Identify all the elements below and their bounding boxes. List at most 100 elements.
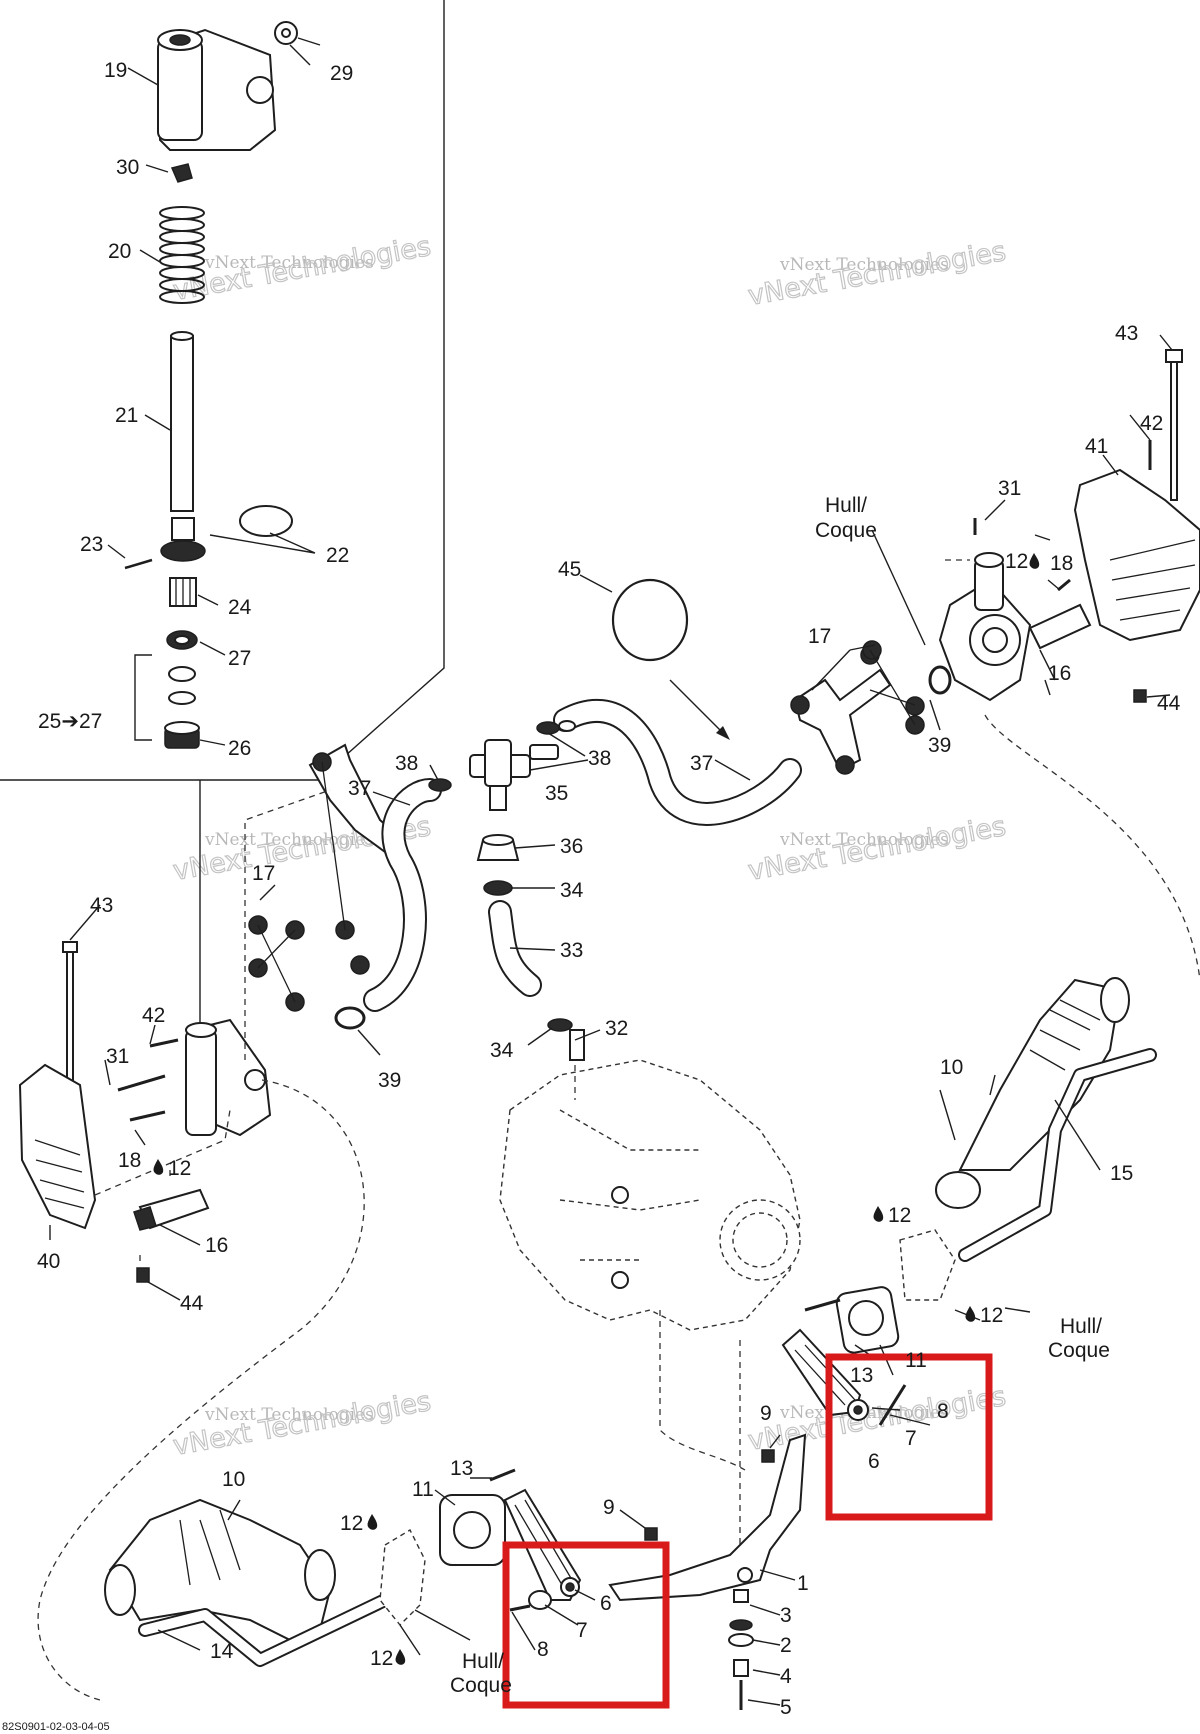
- callout-31-left: 31: [106, 1045, 129, 1068]
- callout-7-left: 7: [576, 1619, 588, 1642]
- callout-27-top: 27: [228, 647, 251, 670]
- callout-24: 24: [228, 596, 252, 619]
- callout-10-right: 10: [940, 1056, 963, 1079]
- svg-text:vNext Technologies: vNext Technologies: [171, 1386, 433, 1462]
- callout-8-right: 8: [937, 1400, 949, 1423]
- callout-33: 33: [560, 939, 583, 962]
- svg-text:vNext Technologies: vNext Technologies: [746, 1381, 1008, 1457]
- callout-44-left: 44: [180, 1292, 204, 1315]
- lower-hardware: [728, 1589, 754, 1710]
- callout-45: 45: [558, 558, 581, 581]
- hull-label-right-2: Coque: [1048, 1339, 1110, 1362]
- callout-36: 36: [560, 835, 583, 858]
- callout-9-left: 9: [603, 1496, 615, 1519]
- callout-42-right: 42: [1140, 412, 1163, 435]
- callout-39-left: 39: [378, 1069, 401, 1092]
- callout-12-right: 12: [1005, 550, 1028, 573]
- svg-text:vNext Technologies: vNext Technologies: [779, 830, 949, 850]
- callout-14: 14: [210, 1640, 234, 1663]
- callout-8-left: 8: [537, 1638, 549, 1661]
- svg-text:vNext Technologies: vNext Technologies: [746, 811, 1008, 887]
- callout-26: 26: [228, 737, 251, 760]
- left-cable-link: [244, 743, 404, 1060]
- callout-11-left: 11: [412, 1478, 434, 1501]
- callout-40: 40: [37, 1250, 60, 1273]
- right-helm-assembly: [790, 349, 1200, 981]
- callout-17-right: 17: [808, 625, 831, 648]
- callout-38-left: 38: [395, 752, 418, 775]
- callout-10-left: 10: [222, 1468, 245, 1491]
- oil-drop-icon: [153, 553, 1040, 1665]
- callout-34-top: 34: [560, 879, 584, 902]
- callout-18-left: 18: [118, 1149, 141, 1172]
- lower-left-duct: [104, 1498, 426, 1667]
- callout-16-left: 16: [205, 1234, 228, 1257]
- kit-range-label: 25➔27: [38, 710, 102, 733]
- hull-label-top-2: Coque: [815, 519, 877, 542]
- callout-12-left-a: 12: [340, 1512, 363, 1535]
- callout-43-left: 43: [90, 894, 113, 917]
- callout-2: 2: [780, 1634, 792, 1657]
- svg-text:vNext Technologies: vNext Technologies: [204, 253, 374, 273]
- left-helm-assembly: [18, 941, 272, 1283]
- hull-label-right-1: Hull/: [1060, 1315, 1102, 1338]
- callout-12-left: 12: [168, 1157, 191, 1180]
- callout-22: 22: [326, 544, 349, 567]
- callout-41: 41: [1085, 435, 1108, 458]
- callout-37-right: 37: [690, 752, 713, 775]
- band-clamp: [611, 578, 689, 662]
- hull-label-bottom-2: Coque: [450, 1674, 512, 1697]
- hoses: [363, 698, 802, 1012]
- callout-15: 15: [1110, 1162, 1133, 1185]
- callout-42-left: 42: [142, 1004, 165, 1027]
- callout-13-left: 13: [450, 1457, 473, 1480]
- upper-right-duct: [935, 977, 1157, 1262]
- callout-39-right: 39: [928, 734, 951, 757]
- highlight-box-right[interactable]: [825, 1353, 993, 1521]
- callout-12-right-b: 12: [980, 1304, 1003, 1327]
- fittings: [334, 665, 952, 1030]
- leader-lines: [49, 37, 1173, 1706]
- callout-18-right: 18: [1050, 552, 1073, 575]
- svg-text:vNext Technologies: vNext Technologies: [204, 1405, 374, 1425]
- callout-38-right: 38: [588, 747, 611, 770]
- callout-1: 1: [797, 1572, 809, 1595]
- hull-label-top-1: Hull/: [825, 494, 867, 517]
- svg-text:vNext Technologies: vNext Technologies: [779, 255, 949, 275]
- callout-13-right: 13: [850, 1364, 873, 1387]
- callout-5: 5: [780, 1696, 792, 1719]
- callout-29: 29: [330, 62, 353, 85]
- callout-34-bottom: 34: [490, 1039, 514, 1062]
- hull-label-bottom-1: Hull/: [462, 1650, 504, 1673]
- callout-9-right: 9: [760, 1402, 772, 1425]
- steering-column-parts: [124, 21, 298, 749]
- callout-23: 23: [80, 533, 103, 556]
- callout-labels: 19 29 30 20 21 23 22 24 27 25➔27 26 43 4…: [2, 59, 1181, 1733]
- callout-31-right: 31: [998, 477, 1021, 500]
- callout-12-right-a: 12: [888, 1204, 911, 1227]
- callout-6-right: 6: [868, 1450, 880, 1473]
- callout-4: 4: [780, 1665, 792, 1688]
- callout-20: 20: [108, 240, 131, 263]
- callout-11-right: 11: [905, 1349, 927, 1372]
- svg-text:vNext Technologies: vNext Technologies: [171, 231, 433, 307]
- callout-21: 21: [115, 404, 138, 427]
- right-linkage: [608, 1229, 956, 1602]
- callout-44-right: 44: [1157, 692, 1181, 715]
- callout-6-left: 6: [600, 1592, 612, 1615]
- callout-32: 32: [605, 1017, 628, 1040]
- jet-pump-body: [499, 1018, 801, 1560]
- callout-3: 3: [780, 1604, 792, 1627]
- callout-17-left: 17: [252, 862, 275, 885]
- callout-19: 19: [104, 59, 127, 82]
- callout-12-left-b: 12: [370, 1647, 393, 1670]
- svg-text:vNext Technologies: vNext Technologies: [746, 236, 1008, 312]
- inset-frame: [0, 0, 445, 781]
- highlight-box-bottom[interactable]: [502, 1541, 670, 1709]
- callout-30: 30: [116, 156, 139, 179]
- callout-7-right: 7: [905, 1427, 917, 1450]
- diagram-reference-code: 82S0901-02-03-04-05: [2, 1721, 110, 1733]
- callout-43-right: 43: [1115, 322, 1138, 345]
- callout-37-left: 37: [348, 777, 371, 800]
